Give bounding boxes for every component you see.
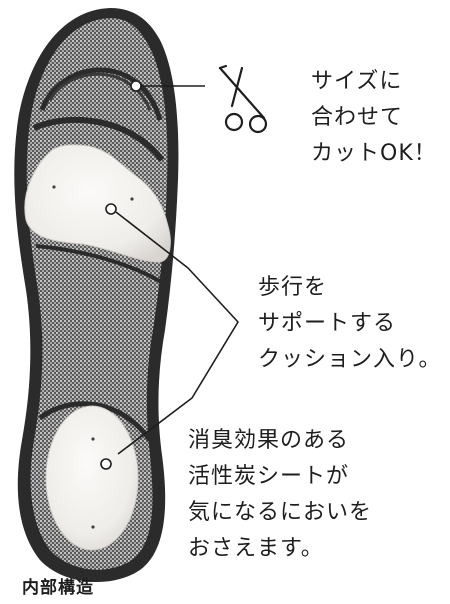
arch-ridge	[32, 116, 165, 162]
pad-hole	[52, 185, 56, 189]
callout-cut-text: サイズに 合わせて カットOK！	[311, 64, 437, 172]
toe-ridge-inner	[48, 72, 152, 111]
heel-ridge	[38, 401, 153, 442]
pad-hole	[91, 525, 95, 529]
toe-ridge-outer	[39, 67, 163, 121]
callout-line: カットOK！	[311, 141, 437, 166]
callout-cushion-text: 歩行を サポートする クッション入り。	[258, 270, 442, 378]
callout-line: 気になるにおいを	[188, 500, 373, 525]
callout-line: おさえます。	[188, 536, 324, 561]
callout-line: 合わせて	[311, 105, 404, 130]
forefoot-pad	[24, 144, 171, 263]
callout-marker-cushion	[105, 203, 239, 455]
callout-marker-carbon	[100, 458, 112, 470]
pad-hole	[130, 197, 134, 201]
heel-pad	[45, 405, 139, 551]
callout-line: サポートする	[258, 311, 397, 336]
callout-line: 歩行を	[258, 275, 328, 300]
callout-carbon-text: 消臭効果のある 活性炭シートが 気になるにおいを おさえます。	[188, 423, 372, 567]
callout-line: クッション入り。	[258, 347, 442, 372]
figure-caption: 内部構造	[22, 578, 94, 598]
pad-hole	[91, 437, 95, 441]
scissors-icon	[218, 64, 268, 134]
callout-line: 活性炭シートが	[188, 464, 350, 489]
callout-line: サイズに	[311, 69, 403, 94]
mid-ridge	[35, 244, 170, 288]
callout-marker-cut	[130, 80, 205, 92]
callout-line: 消臭効果のある	[188, 428, 350, 453]
